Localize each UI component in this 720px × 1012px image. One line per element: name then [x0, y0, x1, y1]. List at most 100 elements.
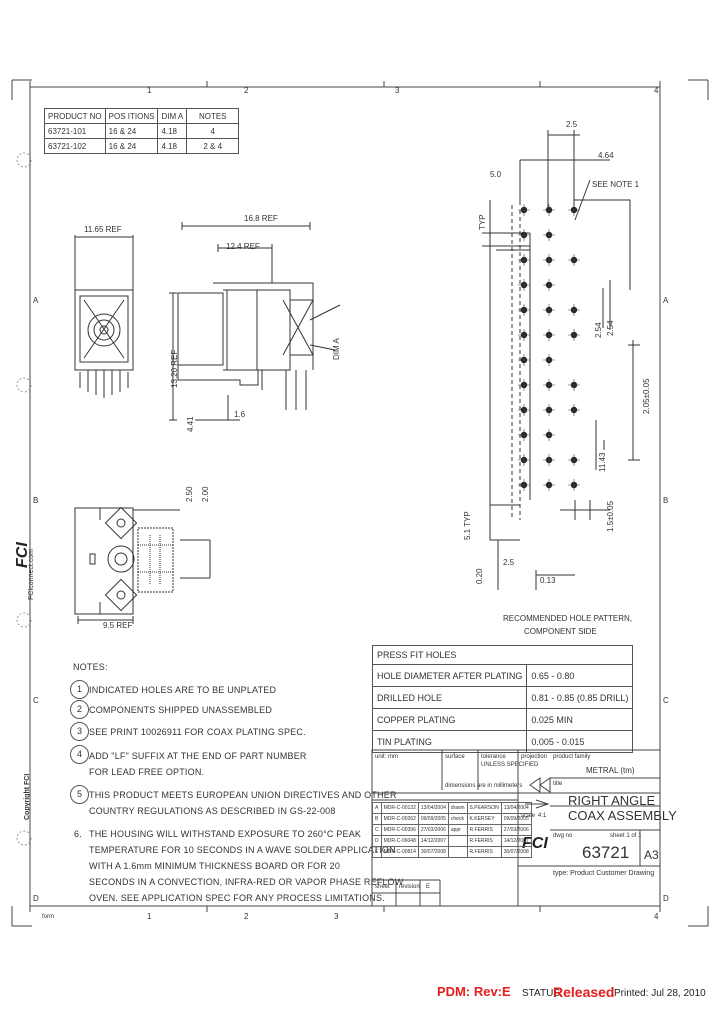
hole-centerline — [568, 379, 580, 391]
note-6-text-1: THE HOUSING WILL WITHSTAND EXPOSURE TO 2… — [89, 829, 362, 839]
dim-9-5: 9.5 REF — [103, 621, 133, 630]
hole-centerline — [568, 479, 580, 491]
note-6-text-4: SECONDS IN A CONVECTION, INFRA-RED OR VA… — [89, 877, 404, 887]
rev-cell: MDR-C-00814 — [380, 846, 419, 858]
rev-cell: check — [447, 813, 468, 825]
rev-cell: 27/03/2006 — [417, 824, 449, 836]
rev-cell: K.KERSEY — [466, 813, 502, 825]
zone-bottom-3: 3 — [334, 912, 339, 921]
revision-table: A MDR-C-00132 13/04/2004 drawn S.PEARSON… — [372, 802, 532, 858]
rev-cell: 09/09/2005 — [500, 813, 532, 825]
hole-centerline — [518, 279, 530, 291]
hole-centerline — [543, 254, 555, 266]
hole-centerline — [518, 354, 530, 366]
note-3-number: 3 — [70, 722, 89, 741]
table-cell: 16 & 24 — [104, 138, 159, 154]
press-fit-spec-table: PRESS FIT HOLES HOLE DIAMETER AFTER PLAT… — [371, 645, 634, 753]
dim-0-13: 0.13 — [540, 576, 556, 585]
side-copyright: Copyright FCI — [24, 773, 31, 820]
rev-cell: MDR-C-00132 — [380, 802, 419, 814]
dim-2-5: 2.5 — [566, 120, 578, 129]
dim-2-5b: 2.5 — [503, 558, 515, 567]
hole-centerline — [543, 454, 555, 466]
rev-cell: C — [372, 824, 382, 836]
hole-centerline — [543, 354, 555, 366]
spec-value: 0.005 - 0.015 — [526, 730, 634, 753]
printed-date: Printed: Jul 28, 2010 — [614, 988, 706, 999]
note-6-text-2: TEMPERATURE FOR 10 SECONDS IN A WAVE SOL… — [89, 845, 396, 855]
hole-centerline — [518, 304, 530, 316]
rev-cell: drawn — [447, 802, 468, 814]
rev-cell: 30/07/2008 — [500, 846, 532, 858]
title-label: title — [553, 781, 563, 787]
note-5-number: 5 — [70, 785, 89, 804]
rev-cell: appr — [447, 824, 468, 836]
hole-centerline — [543, 329, 555, 341]
zone-top-1: 1 — [147, 86, 152, 95]
see-note-1: SEE NOTE 1 — [592, 180, 640, 189]
dwg-no-label: dwg no — [553, 833, 573, 839]
units-label: unit: mm — [375, 754, 399, 760]
status-label: STATUS: — [522, 988, 563, 999]
hole-centerline — [568, 404, 580, 416]
zone-right-b: B — [663, 496, 669, 505]
table-header-row: PRODUCT NO POS ITIONS DIM A NOTES — [44, 108, 240, 124]
hole-centerline — [568, 254, 580, 266]
hole-centerline — [543, 304, 555, 316]
part-number-table: PRODUCT NO POS ITIONS DIM A NOTES 63721-… — [44, 108, 240, 154]
zone-bottom-1: 1 — [147, 912, 152, 921]
zone-bottom-2: 2 — [244, 912, 249, 921]
dim-4-64: 4.64 — [598, 151, 614, 160]
table-row: 63721-101 16 & 24 4.18 4 — [44, 123, 240, 139]
rev-cell: 30/07/2008 — [417, 846, 449, 858]
drawing-title-line-2: COAX ASSEMBLY — [568, 808, 677, 823]
rev-cell: E — [372, 846, 382, 858]
zone-right-d: D — [663, 894, 669, 903]
rev-cell — [447, 835, 468, 847]
status-value: Released — [553, 984, 615, 1000]
dim-11-65: 11.65 REF — [84, 225, 122, 234]
note-1-number: 1 — [70, 680, 89, 699]
note-4-number: 4 — [70, 745, 89, 764]
rev-cell: 14/12/2007 — [500, 835, 532, 847]
zone-left-b: B — [33, 496, 39, 505]
hole-grid — [518, 204, 580, 491]
table-row: 63721-102 16 & 24 4.18 2 & 4 — [44, 138, 240, 154]
rev-cell: 13/04/2004 — [500, 802, 532, 814]
note-4-text-2: FOR LEAD FREE OPTION. — [89, 767, 205, 777]
zone-left-d: D — [33, 894, 39, 903]
hole-centerline — [518, 429, 530, 441]
spec-label: TIN PLATING — [371, 730, 528, 753]
zone-top-2: 2 — [244, 86, 249, 95]
hole-centerline — [543, 479, 555, 491]
zone-left-a: A — [33, 296, 39, 305]
hole-centerline — [518, 404, 530, 416]
hole-centerline — [568, 204, 580, 216]
side-url: FCIconnect.com — [28, 549, 35, 600]
zone-top-3: 3 — [395, 86, 400, 95]
hole-centerline — [518, 379, 530, 391]
hole-centerline — [543, 404, 555, 416]
rev-cell: MDR-C-00396 — [380, 824, 419, 836]
hole-centerline — [518, 204, 530, 216]
drawing-type: type: Product Customer Drawing — [553, 870, 655, 877]
hole-pattern-caption-2: COMPONENT SIDE — [524, 627, 597, 636]
revision-footer-label: revision — [399, 884, 420, 890]
rev-cell: 13/04/2004 — [417, 802, 449, 814]
rev-cell: S.PEARSON — [466, 802, 502, 814]
zone-right-c: C — [663, 696, 669, 705]
product-family: METRAL (tm) — [586, 766, 635, 775]
zone-left-c: C — [33, 696, 39, 705]
hole-centerline — [543, 379, 555, 391]
projection-label: projection — [521, 754, 548, 760]
surface-label: surface — [445, 754, 465, 760]
hole-centerline — [518, 329, 530, 341]
tolerance-label: tolerance — [481, 754, 506, 760]
note-1-text: INDICATED HOLES ARE TO BE UNPLATED — [89, 685, 277, 695]
drawing-title-line-1: RIGHT ANGLE — [568, 793, 656, 808]
table-row: A MDR-C-00132 13/04/2004 drawn S.PEARSON… — [372, 802, 532, 814]
tolerance-note: UNLESS SPECIFIED — [481, 762, 539, 768]
dim-12-4: 12.4 REF — [226, 242, 260, 251]
